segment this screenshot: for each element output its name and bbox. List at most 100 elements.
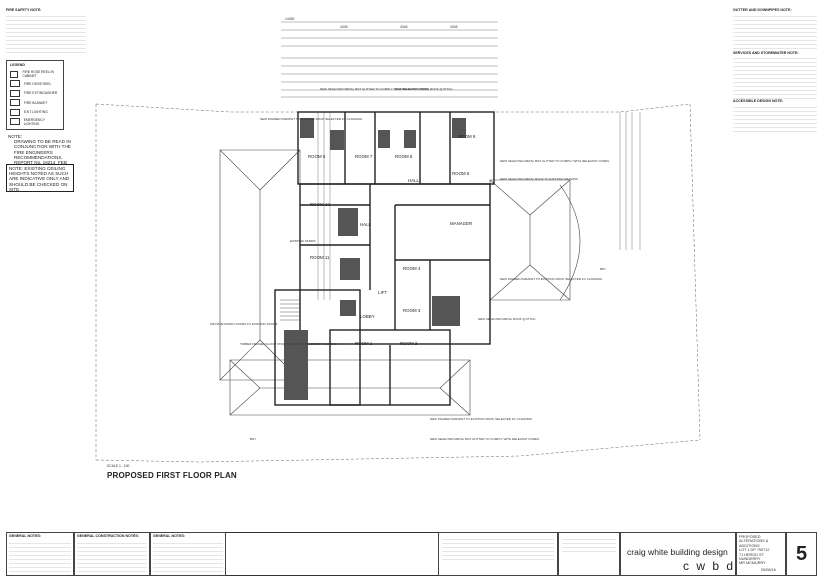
room-label: ROOM 5: [452, 171, 470, 176]
legend-item-label: FIRE HOSE REEL: [24, 81, 52, 86]
side-dimension-lines: [317, 112, 641, 300]
room-label: ROOM 9: [458, 134, 476, 139]
general-notes-2-block: GENERAL NOTES:: [150, 532, 226, 576]
general-notes-title: GENERAL NOTES:: [9, 534, 42, 538]
legend-item-label: EXIT LIGHTING: [24, 110, 48, 115]
annotation-text: NEW SELECTED METAL BOX GUTTER TO COMPLY …: [430, 437, 539, 441]
construction-notes-text: [77, 539, 147, 574]
room-label: MANAGER: [450, 221, 472, 226]
legend-symbol-icon: [10, 108, 20, 116]
legend-symbol-icon: [10, 89, 20, 97]
dim-text: 4345: [340, 25, 348, 29]
legend-item: FIRE EXTINGUISHER: [10, 89, 60, 99]
sheet-number: 5: [796, 543, 808, 565]
project-line: 71 HEROD ST: [739, 552, 764, 557]
firm-name: craig white building design: [627, 547, 728, 557]
project-line: ADDITIONS: [739, 543, 760, 548]
note-box-2: NOTE: EXISTING CEILING HEIGHTS NOTED AS …: [6, 164, 74, 192]
legend-symbol-icon: [10, 80, 20, 88]
access-note-text: [733, 103, 817, 134]
room-label: HALL: [408, 178, 420, 183]
legend-item: EXIT LIGHTING: [10, 108, 60, 118]
annotation-text: NEW SELECTED METAL ROOF @ PITCH: [395, 87, 452, 91]
room-label: ROOM 3: [403, 308, 421, 313]
legend-symbol-icon: [10, 99, 20, 107]
legend-item-label: FIRE BLANKET: [24, 100, 48, 105]
annotation-text: PROVIDE RISING STAIRS TO EXISTING STAIRS: [210, 322, 277, 326]
legend-list: FIRE HOSE REEL IN CABINET FIRE HOSE REEL F…: [7, 70, 63, 127]
note-fire-engineer: DRAWING TO BE READ IN CONJUNCTION WITH T…: [14, 139, 71, 166]
legend-symbol-icon: [10, 118, 20, 126]
construction-notes-title: GENERAL CONSTRUCTION NOTES:: [77, 534, 140, 538]
annotation-text: NEW FRAMED PARAPET TO EXISTING ROOF SELE…: [500, 277, 603, 281]
annotation-text: NEW SELECTED METAL BOX GUTTER TO COMPLY …: [500, 159, 609, 163]
annotations: NEW SELECTED METAL BOX GUTTER TO COMPLY …: [210, 87, 609, 441]
scale-label: SCALE 1 : 100: [107, 464, 130, 468]
bdy-label: BDY: [250, 437, 256, 441]
room-labels: ROOM 6 ROOM 7 ROOM 8 ROOM 9 ROOM 5 ROOM …: [290, 134, 476, 346]
room-label: LIFT: [378, 290, 387, 295]
gutter-note-text: [733, 12, 817, 51]
project-line: MR MCMURRY: [739, 561, 766, 566]
wet-areas: [284, 118, 466, 400]
note-box-1: NOTE: DRAWING TO BE READ IN CONJUNCTION …: [6, 134, 74, 166]
firm-logo: c w b d: [683, 559, 736, 573]
room-label: ROOM 4: [403, 266, 421, 271]
building-walls: [274, 111, 495, 406]
annotation-text: NEW SELECTED METAL ROOF @ PITCH: [478, 317, 535, 321]
note-ceiling: NOTE: EXISTING CEILING HEIGHTS NOTED AS …: [9, 166, 70, 192]
sheet-date: 05/08/16: [761, 568, 776, 572]
annotation-text: NEW FRAMED PARAPET TO EXISTING ROOF SELE…: [260, 117, 363, 121]
stairs: [280, 299, 300, 321]
room-label: HALL: [360, 222, 372, 227]
fire-safety-text: [6, 12, 86, 55]
room-label: ROOM 1: [355, 341, 373, 346]
general-notes-text: [9, 539, 71, 574]
legend-item: EMERGENCY LIGHTING: [10, 117, 60, 127]
roof-outlines: [219, 149, 581, 416]
dimension-lines: [281, 21, 498, 98]
fire-safety-title: FIRE SAFETY NOTE:: [6, 8, 42, 12]
legend-item: FIRE HOSE REEL: [10, 79, 60, 89]
dim-text: 4345: [450, 25, 458, 29]
legend-item-label: FIRE EXTINGUISHER: [24, 91, 58, 96]
sheet-number-block: 5: [786, 532, 817, 576]
plan-title: PROPOSED FIRST FLOOR PLAN: [107, 471, 237, 480]
room-label: ROOM 8: [395, 154, 413, 159]
client-text: [562, 536, 616, 554]
annotation-text: NEW FRAMED PARAPET TO EXISTING ROOF SELE…: [430, 417, 533, 421]
legend-item: FIRE BLANKET: [10, 98, 60, 108]
room-label: EXISTING STAIRS: [290, 239, 315, 243]
services-note-title: SERVICES AND STORMWATER NOTE:: [733, 50, 799, 55]
disclaimer-text: [442, 536, 554, 562]
annotation-text: NEW SELECTED METAL BOX GUTTER TO COMPLY …: [320, 87, 429, 91]
room-label: ROOM 10: [310, 202, 330, 207]
legend-item: FIRE HOSE REEL IN CABINET: [10, 70, 60, 80]
right-notes: GUTTER AND DOWNPIPES NOTE: SERVICES AND …: [733, 8, 817, 168]
gutter-note-title: GUTTER AND DOWNPIPES NOTE:: [733, 8, 792, 12]
general-notes-2-title: GENERAL NOTES:: [153, 534, 186, 538]
access-note-title: ACCESSIBLE DESIGN NOTE:: [733, 99, 784, 103]
annotation-text: NEW SELECTED METAL ROOF TO EXISTING FRAM…: [500, 177, 579, 181]
room-label: LOBBY: [360, 314, 375, 319]
dimension-texts: 14450 4345 4345 4345: [285, 17, 458, 29]
annotation-text: TIMBER FRAMED FLOOR STRUCTURE WITH SELEC…: [240, 342, 338, 346]
bdy-label: BDY: [600, 267, 606, 271]
legend-item-label: FIRE HOSE REEL IN CABINET: [22, 70, 54, 79]
boundary-labels: BDY BDY: [250, 267, 606, 441]
legend-item-label: EMERGENCY LIGHTING: [23, 117, 45, 126]
general-notes-block: GENERAL NOTES:: [6, 532, 74, 576]
boundary-line: [95, 103, 701, 463]
disclaimer-block: [438, 532, 558, 576]
construction-notes-block: GENERAL CONSTRUCTION NOTES:: [74, 532, 150, 576]
note-label: NOTE:: [8, 134, 23, 139]
firm-block: craig white building design c w b d: [620, 532, 736, 576]
project-line: PROPOSED ALTERATIONS &: [739, 535, 769, 544]
fire-safety-note: FIRE SAFETY NOTE:: [6, 8, 86, 60]
dim-text: 4345: [400, 25, 408, 29]
general-notes-2-text: [153, 539, 223, 574]
